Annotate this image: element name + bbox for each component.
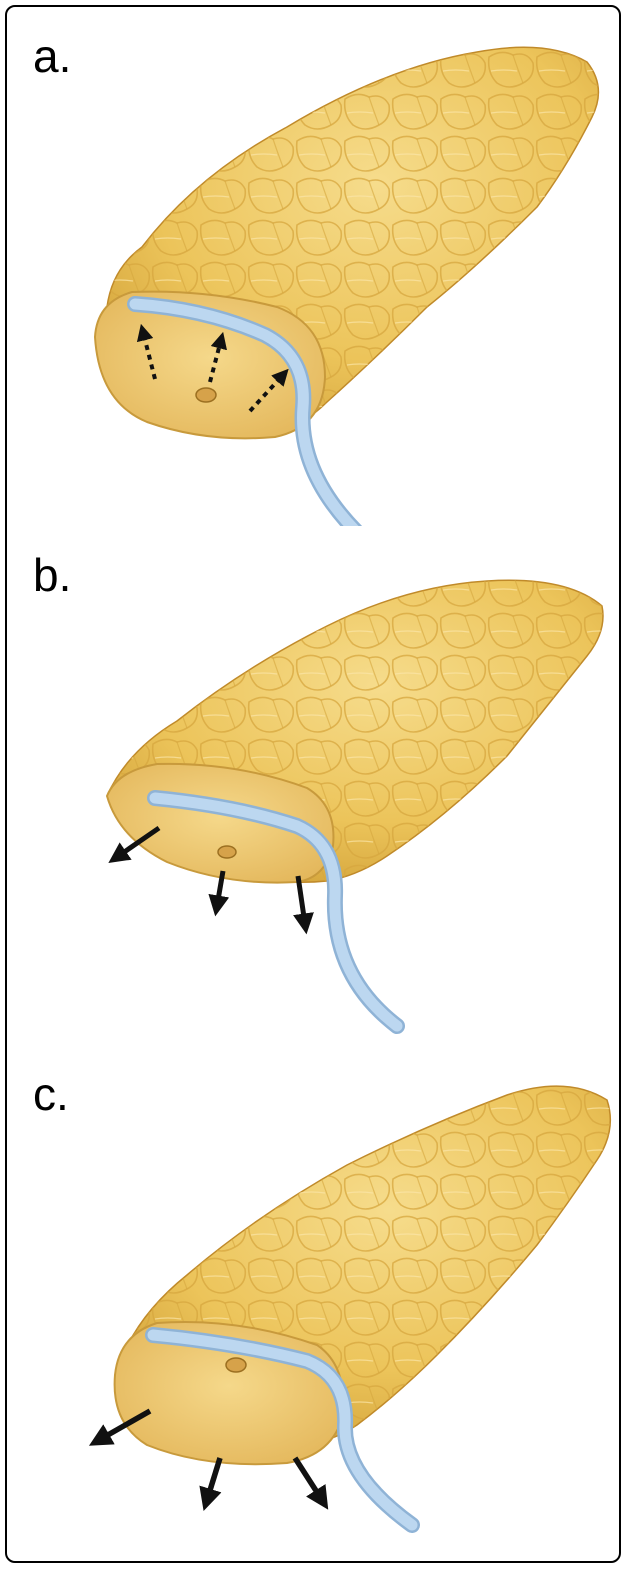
panel-a-illustration: [7, 7, 621, 526]
arrow-solid-3: [295, 1458, 322, 1500]
duct-opening: [226, 1358, 246, 1372]
panel-c: c.: [7, 1045, 621, 1563]
panel-b-illustration: [7, 526, 621, 1045]
panel-b: b.: [7, 526, 621, 1045]
duct-opening: [196, 388, 216, 402]
figure-frame: a. b.: [5, 5, 621, 1563]
duct-opening: [218, 846, 236, 858]
arrow-solid-2: [207, 1458, 220, 1500]
panel-a: a.: [7, 7, 621, 526]
panel-c-illustration: [7, 1045, 621, 1563]
arrow-solid-3: [298, 876, 305, 924]
